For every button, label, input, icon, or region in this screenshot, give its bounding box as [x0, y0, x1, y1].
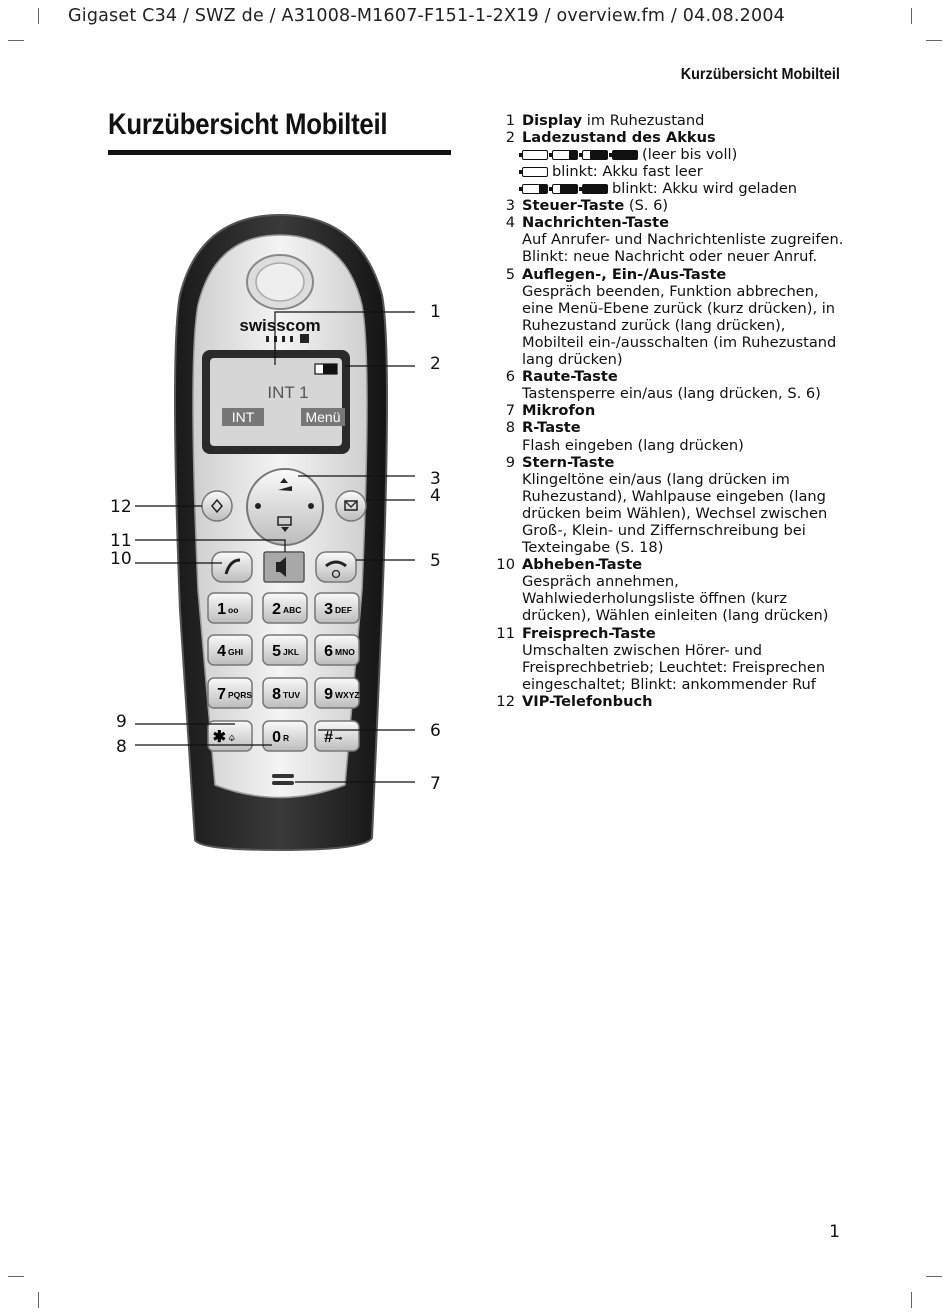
keypad-key-12: #⊸ — [314, 720, 360, 752]
legend-item-handsfree-key: 11 Freisprech-Taste Umschalten zwischen … — [496, 624, 826, 693]
key-digit: 7 — [217, 686, 226, 703]
key-letters: DEF — [335, 605, 352, 615]
end-key — [315, 551, 357, 583]
key-letters: TUV — [283, 690, 300, 700]
talk-key — [211, 551, 253, 583]
battery-low-icon — [549, 149, 578, 160]
key-letters: ♤ — [228, 733, 236, 743]
key-digit: 4 — [217, 643, 226, 660]
key-digit: 5 — [272, 643, 281, 660]
section-title: Kurzübersicht Mobilteil — [680, 66, 840, 83]
legend-item-end-key: 5 Auflegen-, Ein-/Aus-Taste Gespräch bee… — [505, 265, 837, 369]
key-digit: # — [324, 729, 333, 746]
key-digit: 3 — [324, 601, 333, 618]
callout-8: 8 — [116, 737, 127, 757]
battery-levels: (leer bis voll) — [519, 146, 845, 163]
battery-full-icon — [609, 149, 638, 160]
key-digit: ✱ — [213, 729, 226, 746]
battery-mid-icon — [549, 183, 578, 194]
key-digit: 8 — [272, 686, 281, 703]
softkey-left: INT — [232, 409, 255, 425]
legend-item-vip-phonebook: 12 VIP-Telefonbuch — [496, 692, 653, 710]
key-letters: JKL — [283, 647, 299, 657]
softkey-right: Menü — [305, 409, 340, 425]
keypad-key-10: ✱♤ — [207, 720, 253, 752]
key-letters: GHI — [228, 647, 243, 657]
legend-item-battery: 2 Ladezustand des Akkus (leer bis voll) … — [495, 129, 845, 197]
page-number: 1 — [829, 1222, 840, 1242]
crop-mark — [8, 1276, 24, 1277]
legend-item-r-key: 8 R-Taste Flash eingeben (lang drücken) — [505, 419, 744, 454]
title-rule — [108, 150, 451, 155]
running-header: Gigaset C34 / SWZ de / A31008-M1607-F151… — [68, 6, 785, 26]
callout-4: 4 — [430, 486, 441, 506]
callout-12: 12 — [110, 497, 132, 517]
phonebook-icon — [277, 516, 292, 526]
key-letters: oo — [228, 605, 238, 615]
key-letters: PQRS — [228, 690, 252, 700]
battery-empty-icon — [519, 166, 548, 177]
callout-5: 5 — [430, 551, 441, 571]
legend-item-talk-key: 10 Abheben-Taste Gespräch annehmen, Wahl… — [496, 556, 829, 625]
callout-7: 7 — [430, 774, 441, 794]
legend-item-hash-key: 6 Raute-Taste Tastensperre ein/aus (lang… — [505, 368, 821, 403]
crop-mark — [926, 40, 942, 41]
battery-full-icon — [579, 183, 608, 194]
crop-mark — [8, 40, 24, 41]
display-text: INT 1 — [267, 383, 308, 402]
microphone — [272, 774, 294, 778]
legend-item-message-key: 4 Nachrichten-Taste Auf Anrufer- und Nac… — [505, 214, 844, 266]
battery-mid-icon — [579, 149, 608, 160]
callout-10: 10 — [110, 549, 132, 569]
legend-item-star-key: 9 Stern-Taste Klingeltöne ein/aus (lang … — [505, 453, 828, 557]
crop-mark — [911, 8, 912, 24]
callout-3: 3 — [430, 469, 441, 489]
legend: 1 Display im Ruhezustand 2 Ladezustand d… — [495, 112, 845, 710]
key-letters: WXYZ — [335, 690, 360, 700]
message-key — [335, 490, 367, 522]
legend-item-display: 1 Display im Ruhezustand — [505, 112, 705, 129]
battery-empty-icon — [519, 149, 548, 160]
legend-item-microphone: 7 Mikrofon — [505, 402, 596, 420]
crop-mark — [38, 8, 39, 24]
callout-6: 6 — [430, 721, 441, 741]
brand-logo: swisscom — [239, 316, 320, 335]
key-digit: 9 — [324, 686, 333, 703]
key-letters: ABC — [283, 605, 301, 615]
key-digit: 2 — [272, 601, 281, 618]
page-title: Kurzübersicht Mobilteil — [108, 108, 388, 141]
key-digit: 0 — [272, 729, 281, 746]
callout-2: 2 — [430, 354, 441, 374]
battery-low-icon — [519, 183, 548, 194]
callout-1: 1 — [430, 302, 441, 322]
legend-item-control-key: 3 Steuer-Taste (S. 6) — [505, 197, 669, 215]
callout-9: 9 — [116, 712, 127, 732]
key-letters: MNO — [335, 647, 355, 657]
key-letters: ⊸ — [335, 733, 343, 743]
key-letters: R — [283, 733, 289, 743]
callout-11: 11 — [110, 531, 132, 551]
crop-mark — [926, 1276, 942, 1277]
crop-mark — [38, 1292, 39, 1308]
key-digit: 1 — [217, 601, 226, 618]
crop-mark — [911, 1292, 912, 1308]
key-digit: 6 — [324, 643, 333, 660]
